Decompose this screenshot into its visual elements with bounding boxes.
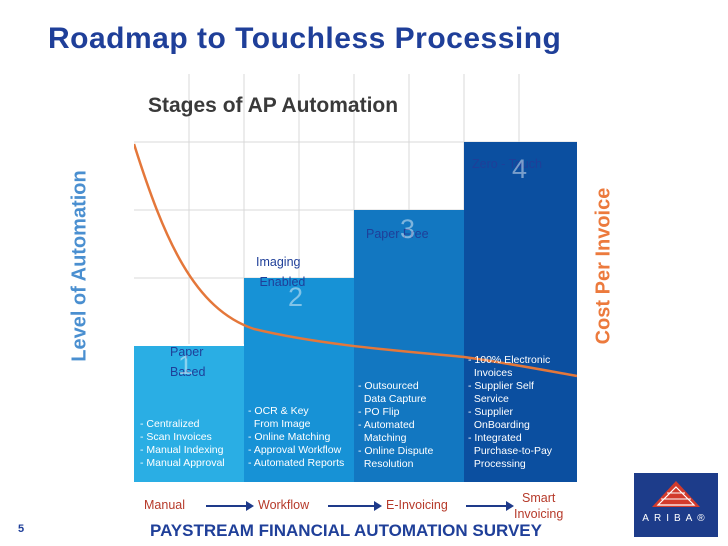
list-item: Invoices <box>468 367 513 379</box>
list-item: Service <box>468 393 509 405</box>
figure-heading: Stages of AP Automation <box>148 94 399 117</box>
flow-step-smart-invoicing: Smart Invoicing <box>514 491 564 521</box>
logo-text: ARIBA® <box>642 513 710 524</box>
list-item: - Online Matching <box>248 431 331 443</box>
list-item: - Manual Approval <box>140 457 225 469</box>
footer-text: PAYSTREAM FINANCIAL AUTOMATION SURVEY <box>150 521 542 540</box>
list-item: - Approval Workflow <box>248 444 342 456</box>
automation-flow: Manual Workflow E-Invoicing Smart Invoic… <box>130 488 580 522</box>
list-item: - Centralized <box>140 418 200 430</box>
stage-2-number: 2 <box>288 282 304 312</box>
list-item: - 100% Electronic <box>468 354 551 366</box>
list-item: - Automated <box>358 419 415 431</box>
stage-1-block <box>134 346 244 482</box>
list-item: - Integrated <box>468 432 522 444</box>
list-item: - Manual Indexing <box>140 444 224 456</box>
list-item: - OCR & Key <box>248 405 309 417</box>
stage-4-number: 4 <box>512 154 528 184</box>
flow-arrow-icon <box>466 501 514 511</box>
flow-step-manual: Manual <box>144 498 185 512</box>
stage-4-block <box>464 142 577 482</box>
stage-1-number: 1 <box>178 350 194 380</box>
flow-step-workflow: Workflow <box>258 498 310 512</box>
cost-curve <box>134 143 577 378</box>
y-axis-left-label: Level of Automation <box>68 170 91 362</box>
slide-title: Roadmap to Touchless Processing <box>48 22 562 55</box>
list-item: Resolution <box>358 458 414 470</box>
logo-mark-icon <box>652 481 700 507</box>
list-item: From Image <box>248 418 311 430</box>
flow-arrow-icon <box>328 501 382 511</box>
stage-2-block <box>244 278 354 482</box>
ariba-logo: ARIBA® <box>634 473 718 537</box>
stage-2-label: Imaging Enabled <box>256 255 306 289</box>
stage-4-label: Zero - Touch <box>472 157 542 171</box>
stage-3-label: Paper Free <box>366 227 429 241</box>
list-item: - Online Dispute <box>358 445 434 457</box>
stage-3-block <box>354 210 464 482</box>
stage-2-bullets: - OCR & Key From Image - Online Matching… <box>248 405 344 470</box>
stage-3-number: 3 <box>400 214 416 244</box>
list-item: - PO Flip <box>358 406 400 418</box>
y-axis-right-label: Cost Per Invoice <box>592 187 615 345</box>
list-item: OnBoarding <box>468 419 530 431</box>
list-item: - Outsourced <box>358 380 419 392</box>
list-item: - Automated Reports <box>248 457 345 469</box>
flow-step-e-invoicing: E-Invoicing <box>386 498 448 512</box>
list-item: Data Capture <box>358 393 427 405</box>
stage-4-bullets: - 100% Electronic Invoices - Supplier Se… <box>468 354 552 471</box>
stage-1-bullets: - Centralized - Scan Invoices - Manual I… <box>140 418 225 470</box>
flow-arrow-icon <box>206 501 254 511</box>
stages-graphic <box>134 74 577 482</box>
list-item: Processing <box>468 458 526 470</box>
list-item: - Supplier Self <box>468 380 534 392</box>
list-item: - Scan Invoices <box>140 431 212 443</box>
list-item: Matching <box>358 432 407 444</box>
list-item: - Supplier <box>468 406 513 418</box>
page-number: 5 <box>18 523 25 535</box>
list-item: Purchase-to-Pay <box>468 445 553 457</box>
stage-3-bullets: - Outsourced Data Capture - PO Flip - Au… <box>358 380 433 471</box>
